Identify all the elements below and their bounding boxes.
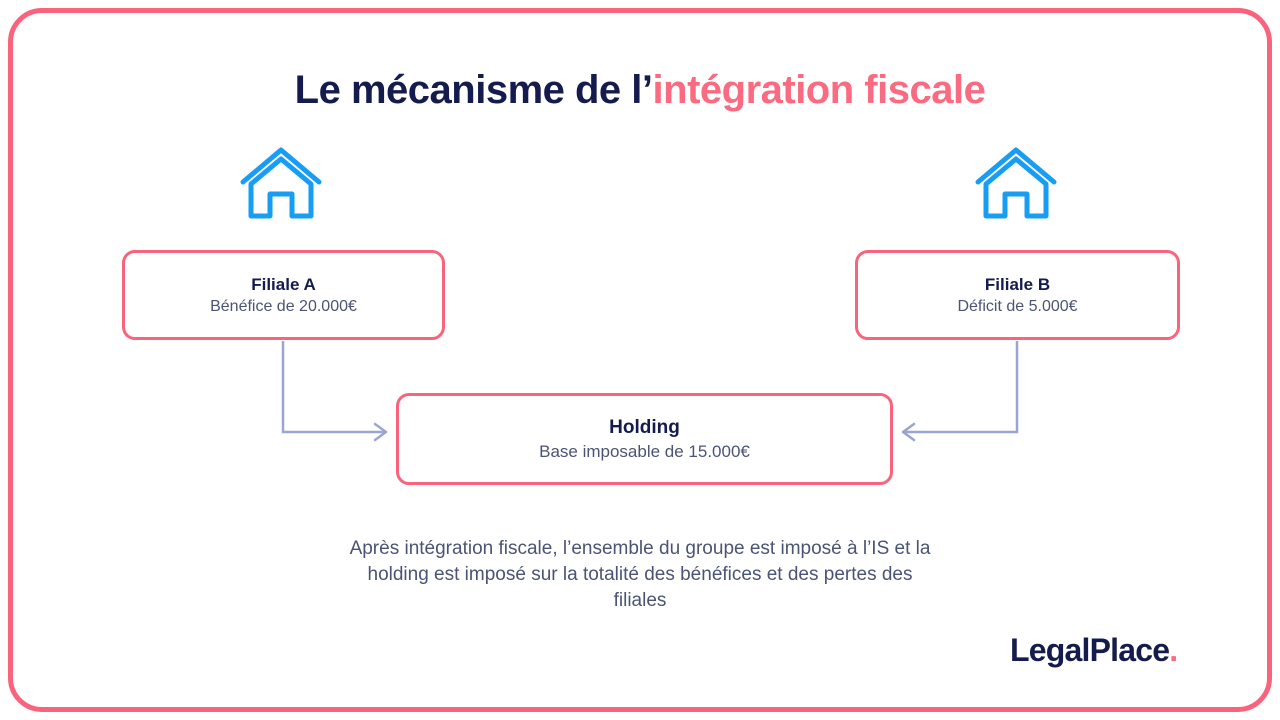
title-lead: Le mécanisme de l’ — [294, 68, 653, 112]
node-title-holding: Holding — [609, 417, 680, 438]
logo-dot: . — [1169, 632, 1178, 668]
house-icon-left — [238, 140, 324, 226]
node-title-filiale-a: Filiale A — [251, 274, 316, 294]
outer-frame — [8, 8, 1272, 712]
caption-text: Après intégration fiscale, l’ensemble du… — [349, 538, 931, 611]
page-title: Le mécanisme de l’intégration fiscale — [0, 64, 1280, 116]
node-box-filiale-a: Filiale A Bénéfice de 20.000€ — [122, 250, 445, 340]
node-subtitle-filiale-b: Déficit de 5.000€ — [957, 297, 1078, 315]
title-accent: intégration fiscale — [652, 68, 986, 112]
logo-name: LegalPlace — [1010, 632, 1170, 668]
node-box-holding: Holding Base imposable de 15.000€ — [396, 393, 893, 485]
node-title-filiale-b: Filiale B — [984, 274, 1051, 294]
house-icon-right — [973, 140, 1059, 226]
legalplace-logo: LegalPlace. — [1010, 632, 1178, 669]
node-subtitle-filiale-a: Bénéfice de 20.000€ — [210, 297, 357, 315]
node-box-filiale-b: Filiale B Déficit de 5.000€ — [855, 250, 1180, 340]
node-subtitle-holding: Base imposable de 15.000€ — [539, 442, 750, 461]
